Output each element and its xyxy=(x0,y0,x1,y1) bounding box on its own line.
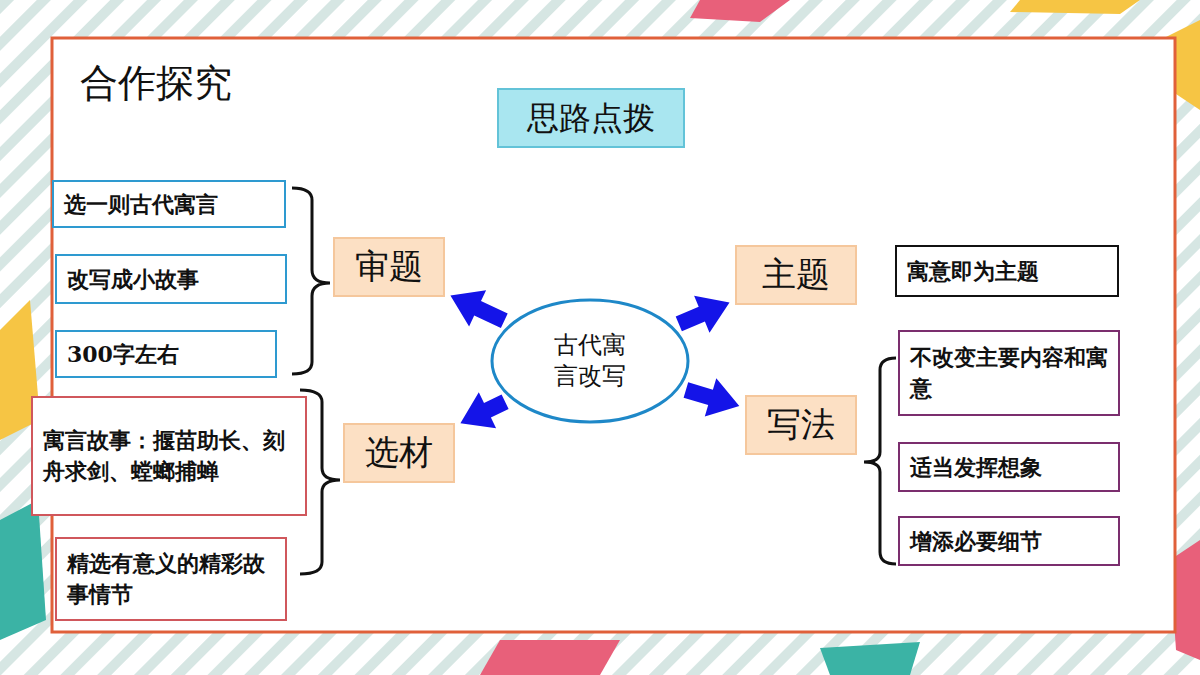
node-text: 精选有意义的精彩故事情节 xyxy=(67,548,275,610)
block-arrow xyxy=(676,296,730,333)
node-text: 300字左右 xyxy=(67,339,179,370)
category-box: 主题 xyxy=(735,245,857,305)
arrow-shape xyxy=(450,290,507,328)
heading-box: 思路点拨 xyxy=(497,88,685,148)
material-box: 寓言故事：揠苗助长、刻舟求剑、螳螂捕蝉 xyxy=(31,396,307,516)
requirement-box: 300字左右 xyxy=(55,330,277,378)
ellipse-outline xyxy=(490,298,690,424)
category-box: 审题 xyxy=(333,237,445,297)
block-arrow xyxy=(450,290,507,328)
node-text: 寓言故事：揠苗助长、刻舟求剑、螳螂捕蝉 xyxy=(43,425,295,487)
arrow-shape xyxy=(460,392,508,428)
node-text: 写法 xyxy=(767,401,835,449)
arrow-shape xyxy=(684,378,740,416)
method-box: 不改变主要内容和寓意 xyxy=(898,330,1120,416)
node-text: 增添必要细节 xyxy=(910,526,1042,557)
node-text: 选材 xyxy=(365,429,433,477)
node-text: 适当发挥想象 xyxy=(910,452,1042,483)
node-text: 不改变主要内容和寓意 xyxy=(910,342,1108,404)
slide-title: 合作探究 xyxy=(80,58,232,109)
theme-box: 寓意即为主题 xyxy=(895,245,1119,297)
arrow-shape xyxy=(676,296,730,333)
node-text: 思路点拨 xyxy=(527,96,655,141)
node-text: 寓意即为主题 xyxy=(907,256,1039,287)
requirement-box: 选一则古代寓言 xyxy=(52,180,286,228)
node-text: 主题 xyxy=(762,251,830,299)
method-box: 适当发挥想象 xyxy=(898,442,1120,492)
node-text: 古代寓言改写 xyxy=(551,330,629,392)
node-text: 改写成小故事 xyxy=(67,264,199,295)
block-arrow xyxy=(460,392,508,428)
node-text: 审题 xyxy=(355,243,423,291)
method-box: 增添必要细节 xyxy=(898,516,1120,566)
center-ellipse: 古代寓言改写 xyxy=(490,298,690,424)
material-box: 精选有意义的精彩故事情节 xyxy=(55,537,287,621)
category-box: 选材 xyxy=(343,423,455,483)
node-text: 选一则古代寓言 xyxy=(64,189,218,220)
category-box: 写法 xyxy=(745,395,857,455)
requirement-box: 改写成小故事 xyxy=(55,254,287,304)
block-arrow xyxy=(684,378,740,416)
